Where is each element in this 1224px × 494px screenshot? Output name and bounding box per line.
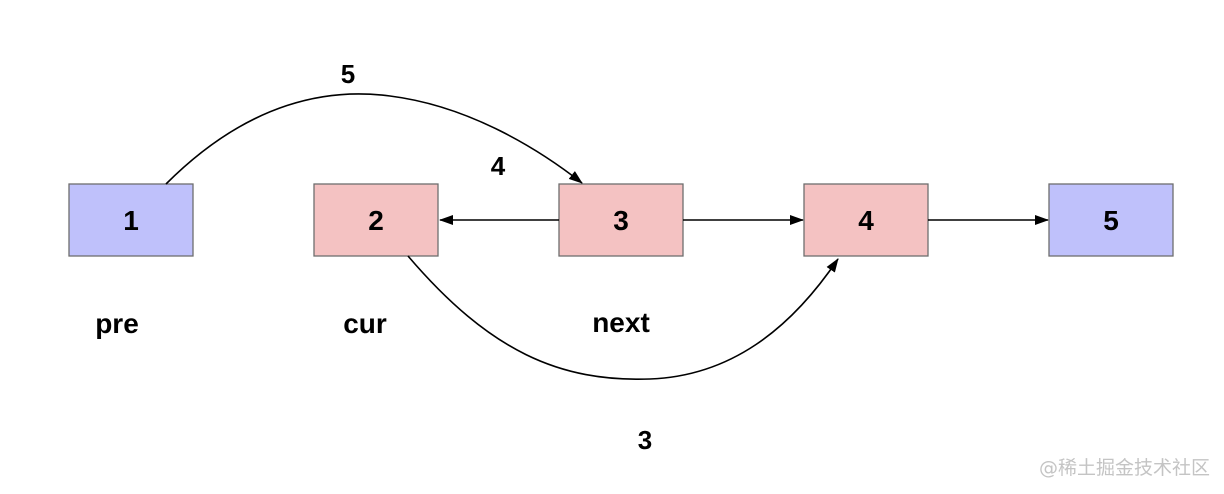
node-2-box	[313, 183, 439, 257]
node-5-label: 5	[1103, 205, 1119, 236]
curve-arrow-1-to-3	[165, 93, 583, 185]
node-2-label: 2	[368, 205, 384, 236]
node-2: 2	[313, 183, 439, 257]
step-label-3: 3	[638, 425, 652, 455]
node-3-label: 3	[613, 205, 629, 236]
pointer-label-next: next	[592, 307, 650, 338]
curve-arrow-2-to-4	[407, 255, 839, 380]
node-4: 4	[803, 183, 929, 257]
node-1-box	[68, 183, 194, 257]
node-1-label: 1	[123, 205, 139, 236]
node-5: 5	[1048, 183, 1174, 257]
node-3-box	[558, 183, 684, 257]
watermark-text: @稀土掘金技术社区	[1038, 457, 1210, 479]
step-label-5: 5	[341, 59, 355, 89]
node-4-box	[803, 183, 929, 257]
node-4-label: 4	[858, 205, 874, 236]
pointer-label-cur: cur	[343, 308, 387, 339]
pointer-label-pre: pre	[95, 308, 139, 339]
node-5-box	[1048, 183, 1174, 257]
node-1: 1	[68, 183, 194, 257]
step-label-4: 4	[491, 151, 506, 181]
node-3: 3	[558, 183, 684, 257]
